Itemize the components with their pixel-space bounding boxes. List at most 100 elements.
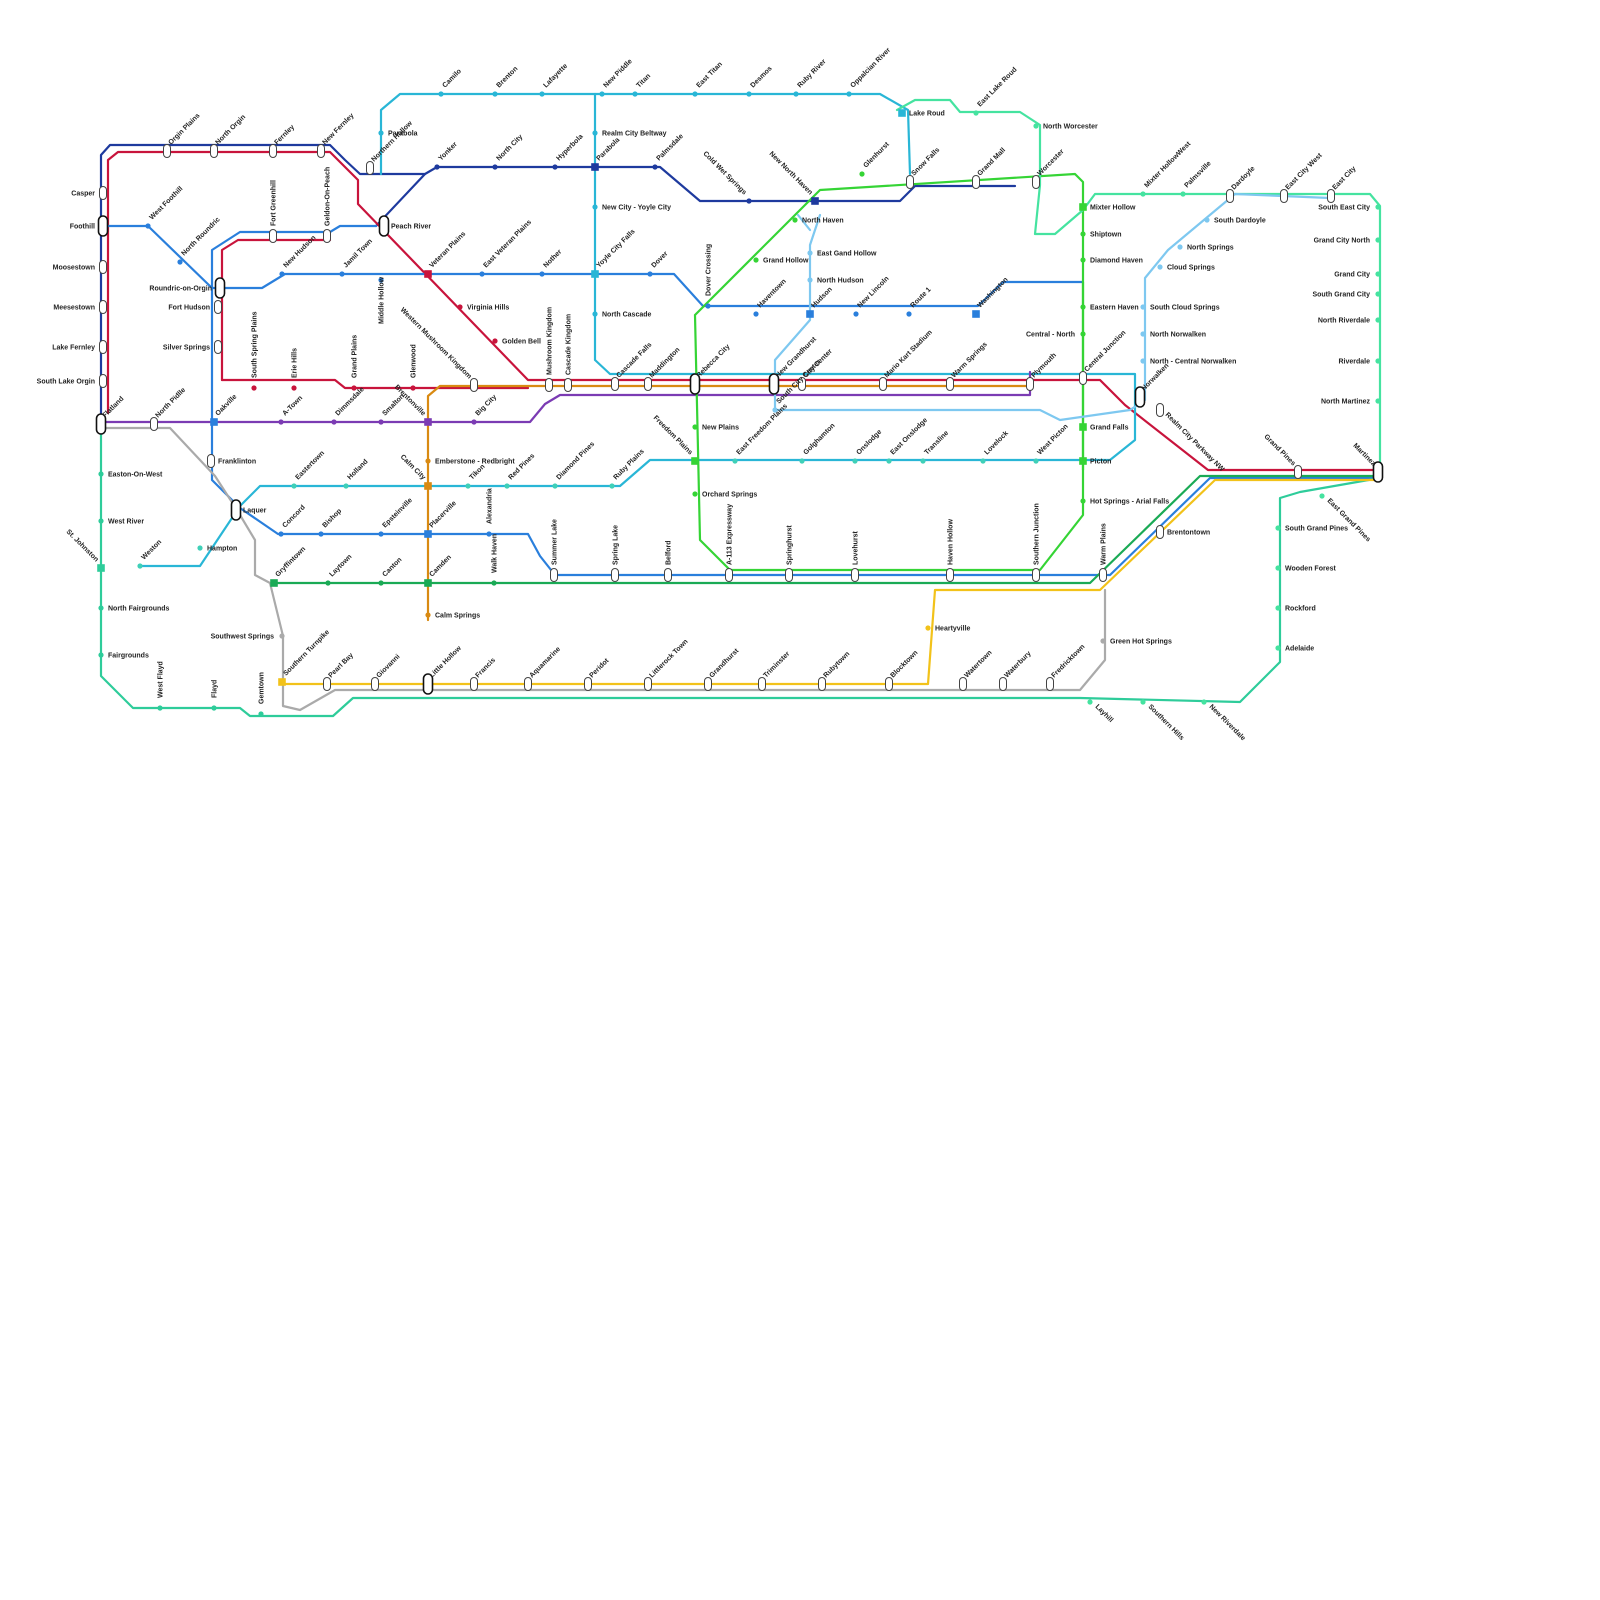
station-lake-fernley[interactable]: Lake Fernley bbox=[52, 341, 106, 354]
station-worcester[interactable]: Worcester bbox=[1033, 148, 1066, 188]
station-picton[interactable]: Picton bbox=[1079, 457, 1111, 465]
station-green-hot-springs[interactable]: Green Hot Springs bbox=[1100, 638, 1172, 645]
station-new-plains[interactable]: New Plains bbox=[692, 424, 739, 431]
station-mixter-hollowwest[interactable]: Mixter HollowWest bbox=[1140, 140, 1192, 197]
station-north-cascade[interactable]: North Cascade bbox=[592, 311, 651, 318]
station-transline[interactable]: Transline bbox=[920, 430, 950, 464]
station-grand-mall[interactable]: Grand Mall bbox=[973, 147, 1008, 189]
station-onslodge[interactable]: Onslodge bbox=[852, 429, 883, 464]
station-belford[interactable]: Belford bbox=[665, 541, 673, 582]
station-flayd[interactable]: Flayd bbox=[211, 680, 218, 711]
station-erie-hills[interactable]: Erie Hills bbox=[291, 348, 298, 391]
station-laytown[interactable]: Laytown bbox=[325, 553, 353, 585]
station-summer-lake[interactable]: Summer Lake bbox=[551, 519, 559, 582]
station-hyperbola[interactable]: Hyperbola bbox=[552, 133, 584, 169]
station-hampton[interactable]: Hampton bbox=[197, 545, 237, 552]
station-plymouth[interactable]: Plymouth bbox=[1027, 352, 1058, 391]
station-concord[interactable]: Concord bbox=[278, 504, 306, 536]
station-east-gand-hollow[interactable]: East Gand Hollow bbox=[807, 250, 877, 257]
station-north-worcester[interactable]: North Worcester bbox=[1033, 123, 1098, 130]
station-placerville[interactable]: Placerville bbox=[424, 500, 458, 538]
station-new-city-yoyle-city[interactable]: New City - Yoyle City bbox=[592, 204, 671, 211]
station-smalton[interactable]: Smalton bbox=[378, 393, 406, 425]
station-alexandria[interactable]: Alexandria bbox=[486, 488, 493, 536]
station-wooden-forest[interactable]: Wooden Forest bbox=[1275, 565, 1336, 572]
station-golghamton[interactable]: Golghamton bbox=[799, 422, 836, 463]
station-washington[interactable]: Washington bbox=[972, 276, 1009, 317]
station-south-cloud-springs[interactable]: South Cloud Springs bbox=[1140, 304, 1219, 311]
station-freedom-plains[interactable]: Freedom Plains bbox=[652, 415, 699, 465]
station-north-hudson[interactable]: North Hudson bbox=[807, 277, 863, 284]
station-shiptown[interactable]: Shiptown bbox=[1080, 231, 1121, 238]
station-holland[interactable]: Holland bbox=[343, 458, 369, 488]
station-casper[interactable]: Casper bbox=[71, 187, 106, 200]
station-eastertown[interactable]: Eastertown bbox=[291, 450, 326, 489]
station-dimmsdale[interactable]: Dimmsdale bbox=[331, 386, 365, 425]
station-warm-plains[interactable]: Warm Plains bbox=[1100, 523, 1108, 581]
station-adelaide[interactable]: Adelaide bbox=[1275, 645, 1314, 652]
station-waterbury[interactable]: Waterbury bbox=[1000, 650, 1033, 690]
station-north-norwalken[interactable]: North Norwalken bbox=[1140, 331, 1206, 338]
station-east-grand-pines[interactable]: East Grand Pines bbox=[1319, 493, 1371, 543]
station-grand-city[interactable]: Grand City bbox=[1334, 271, 1380, 278]
station-fort-greenhill[interactable]: Fort Greenhill bbox=[270, 180, 278, 242]
station-brenton[interactable]: Brenton bbox=[492, 65, 519, 96]
station-oppalcian-river[interactable]: Oppalcian River bbox=[846, 47, 892, 97]
station-grand-hollow[interactable]: Grand Hollow bbox=[753, 257, 809, 264]
station-haven-hollow[interactable]: Haven Hollow bbox=[947, 519, 955, 582]
station-littlerock-town[interactable]: Littlerock Town bbox=[645, 638, 690, 690]
station-dardoyle[interactable]: Dardoyle bbox=[1227, 165, 1257, 202]
station-golden-bell[interactable]: Golden Bell bbox=[492, 338, 541, 345]
station-warm-springs[interactable]: Warm Springs bbox=[947, 341, 989, 390]
station-virginia-hills[interactable]: Virginia Hills bbox=[457, 304, 509, 311]
station-north-roundric[interactable]: North Roundric bbox=[177, 216, 221, 265]
station-new-piddle[interactable]: New Piddle bbox=[599, 58, 633, 97]
station-south-spring-plains[interactable]: South Spring Plains bbox=[251, 311, 258, 390]
station-spring-lake[interactable]: Spring Lake bbox=[612, 525, 620, 582]
station-hot-springs-arial-falls[interactable]: Hot Springs - Arial Falls bbox=[1080, 498, 1169, 505]
station-east-onslodge[interactable]: East Onslodge bbox=[886, 417, 929, 464]
station-geldon-on-peach[interactable]: Geldon-On-Peach bbox=[324, 167, 332, 243]
station-calm-springs[interactable]: Calm Springs bbox=[425, 612, 480, 619]
station-north-fairgrounds[interactable]: North Fairgrounds bbox=[98, 605, 169, 612]
station-maddington[interactable]: Maddington bbox=[645, 346, 682, 390]
station-west-picton[interactable]: West Picton bbox=[1033, 423, 1069, 463]
station-grand-plains[interactable]: Grand Plains bbox=[351, 335, 358, 391]
station-foothill[interactable]: Foothill bbox=[70, 216, 108, 236]
station-easton-on-west[interactable]: Easton-On-West bbox=[98, 471, 163, 478]
station-peridot[interactable]: Peridot bbox=[585, 657, 611, 691]
station-realm-city-beltway[interactable]: Realm City Beltway bbox=[592, 130, 666, 137]
station-west-river[interactable]: West River bbox=[98, 518, 144, 525]
station-emberstone-redbright[interactable]: Emberstone - Redbright bbox=[425, 458, 515, 465]
station-diamond-pines[interactable]: Diamond Pines bbox=[552, 441, 596, 489]
station-orchard-springs[interactable]: Orchard Springs bbox=[692, 491, 757, 498]
station-east-lake-roud[interactable]: East Lake Roud bbox=[973, 66, 1018, 115]
station-camilo[interactable]: Camilo bbox=[438, 68, 463, 97]
station-gryffintown[interactable]: Gryffintown bbox=[270, 546, 307, 587]
station-east-city[interactable]: East City bbox=[1328, 165, 1358, 202]
station-cold-wet-springs[interactable]: Cold Wet Springs bbox=[701, 150, 751, 203]
station-big-city[interactable]: Big City bbox=[471, 394, 498, 425]
station-palmsville[interactable]: Palmsville bbox=[1180, 160, 1212, 196]
station-walk-haven[interactable]: Walk Haven bbox=[491, 534, 498, 586]
station-new-north-haven[interactable]: New North Haven bbox=[768, 150, 819, 204]
station-bishop[interactable]: Bishop bbox=[318, 508, 343, 537]
station-west-flayd[interactable]: West Flayd bbox=[157, 661, 164, 710]
station-lovehurst[interactable]: Lovehurst bbox=[852, 530, 860, 581]
station-fairgrounds[interactable]: Fairgrounds bbox=[98, 652, 149, 659]
station-central-north[interactable]: Central - North bbox=[1026, 331, 1086, 338]
station-south-dardoyle[interactable]: South Dardoyle bbox=[1204, 217, 1265, 224]
station-north-riverdale[interactable]: North Riverdale bbox=[1318, 317, 1381, 324]
station-ruby-river[interactable]: Ruby River bbox=[793, 58, 827, 96]
station-norwalken[interactable]: Norwalken bbox=[1136, 362, 1171, 407]
station-grand-pines[interactable]: Grand Pines bbox=[1262, 433, 1301, 478]
station-francis[interactable]: Francis bbox=[471, 657, 498, 691]
station-meesestown[interactable]: Meesestown bbox=[53, 301, 106, 314]
station-laquer[interactable]: Laquer bbox=[232, 500, 267, 520]
station-middle-hollow[interactable]: Middle Hollow bbox=[378, 276, 385, 324]
station-tikon[interactable]: Tikon bbox=[465, 463, 486, 488]
station-eastern-haven[interactable]: Eastern Haven bbox=[1080, 304, 1138, 311]
station-orgin-plains[interactable]: Orgin Plains bbox=[164, 112, 202, 157]
station-lovelock[interactable]: Lovelock bbox=[980, 430, 1010, 464]
station-moosestown[interactable]: Moosestown bbox=[53, 261, 107, 274]
